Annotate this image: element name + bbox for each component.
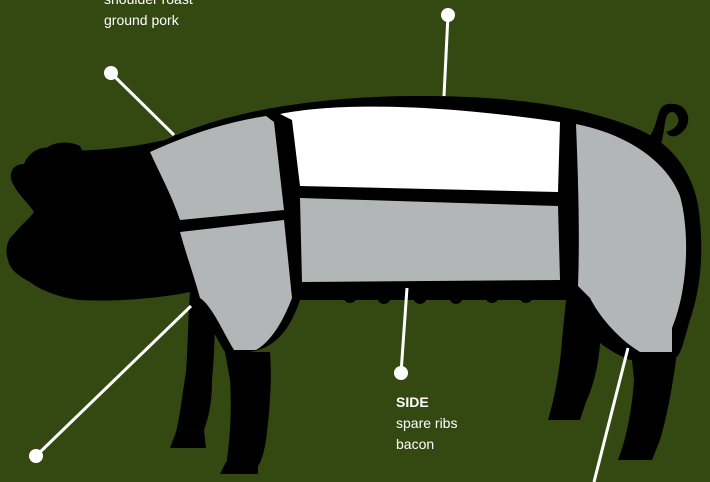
side-label-title: SIDE [396,392,457,413]
leader-dot-picnic [29,449,43,463]
leader-line-picnic [36,306,191,456]
pig-leg-front-right [225,352,271,466]
side-label-line-2: bacon [396,434,457,455]
shoulder-cut-label: shoulder roast ground pork [104,0,193,31]
leader-dot-loin [441,8,455,22]
pig-tail [650,104,688,146]
cut-side [300,198,560,282]
cut-loin [280,107,560,192]
pig-leg-rear-left [548,300,600,420]
pig-snout [7,234,24,264]
shoulder-label-line-1: shoulder roast [104,0,193,10]
shoulder-label-line-2: ground pork [104,10,193,31]
leader-dot-shoulder [104,66,118,80]
leader-line-shoulder [111,73,174,135]
leader-line-ham [594,348,628,482]
leader-dot-side [394,366,408,380]
pig-hoof-front-right [220,462,258,474]
side-label-line-1: spare ribs [396,413,457,434]
side-cut-label: SIDE spare ribs bacon [396,392,457,455]
leader-line-side [401,288,407,373]
leader-line-loin [444,15,448,96]
pig-hoof-front-left [170,430,206,448]
cut-regions [150,107,686,352]
